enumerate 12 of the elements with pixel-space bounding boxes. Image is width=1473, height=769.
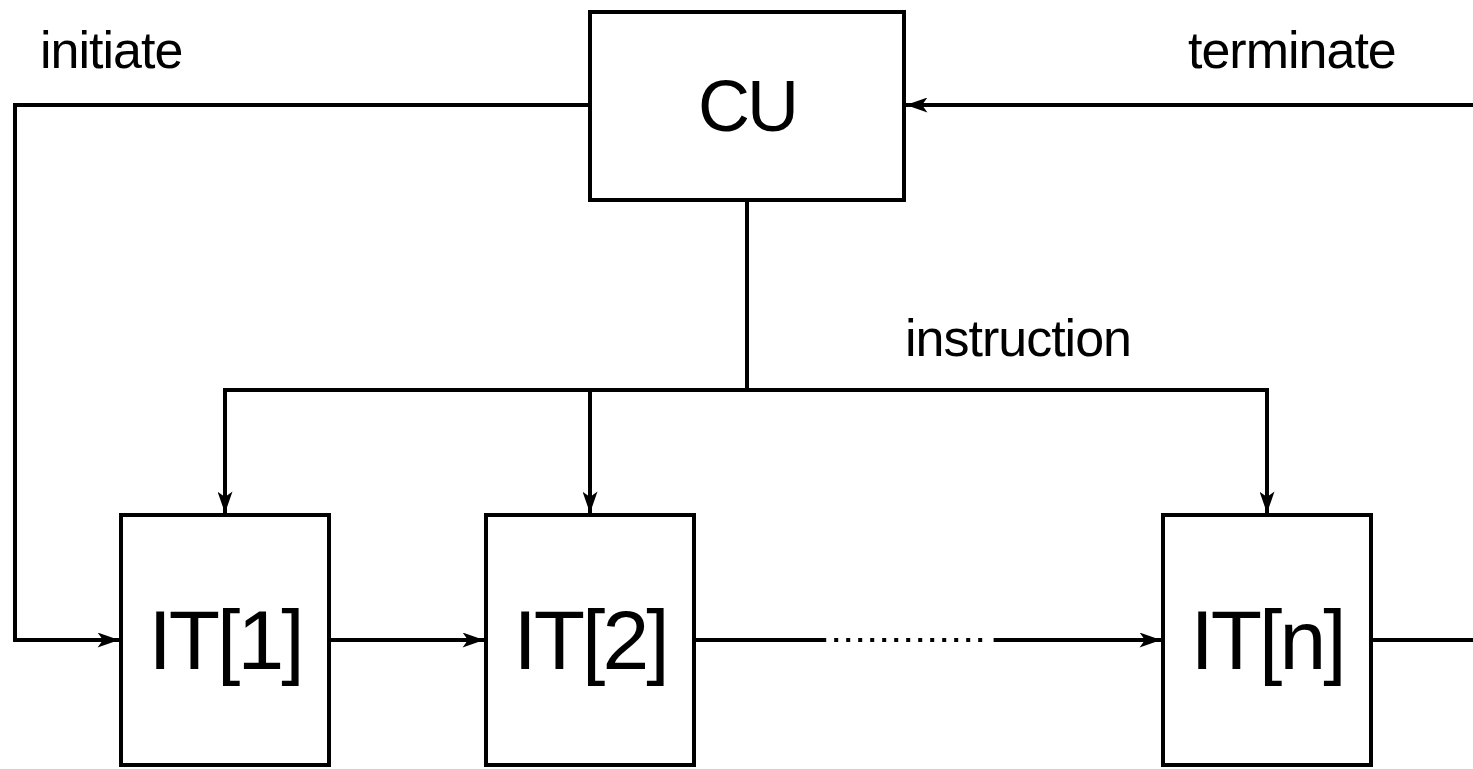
process-box xyxy=(588,10,906,202)
arrow xyxy=(906,97,1473,113)
box-label: IT[2] xyxy=(513,591,667,689)
box-label: CU xyxy=(698,65,796,147)
box-label: IT[1] xyxy=(148,591,302,689)
process-box xyxy=(1161,513,1373,767)
process-box xyxy=(119,513,331,767)
arrow xyxy=(331,632,484,648)
arrow xyxy=(696,632,1161,648)
process-box xyxy=(484,513,696,767)
arrow xyxy=(13,103,588,648)
box-label: IT[n] xyxy=(1190,591,1344,689)
